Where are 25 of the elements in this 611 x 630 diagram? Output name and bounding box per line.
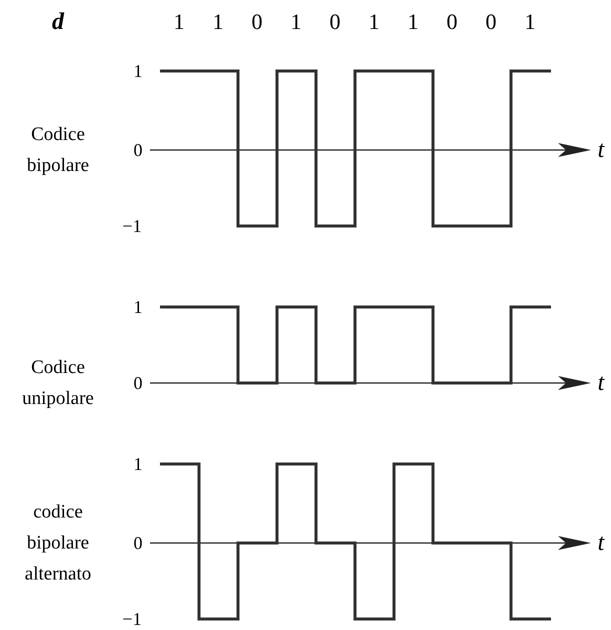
- bit-value: 0: [330, 11, 340, 33]
- variable-label: d: [52, 10, 64, 34]
- axis-tick-label: −1: [122, 610, 142, 628]
- bit-value: 1: [524, 11, 536, 33]
- code-name: Codice bipolare: [26, 123, 90, 178]
- axis-label: t: [598, 531, 604, 555]
- code-name: Codice unipolare: [21, 356, 95, 411]
- bit-value: 1: [212, 11, 224, 33]
- axis-tick-label: 1: [134, 62, 142, 80]
- axis-tick-label: 0: [134, 374, 142, 392]
- axis-tick-label: 0: [134, 534, 142, 552]
- bit-value: 0: [486, 11, 496, 33]
- axis-tick-label: 0: [134, 141, 142, 159]
- bit-value: 1: [174, 11, 184, 33]
- bit-value: 0: [252, 11, 262, 33]
- axis-tick-label: 1: [134, 298, 142, 316]
- axis-tick-label: 1: [134, 455, 142, 473]
- bit-value: 0: [446, 11, 458, 33]
- axis-label: t: [598, 138, 604, 162]
- axis-label: t: [598, 371, 604, 395]
- bit-value: 1: [290, 11, 302, 33]
- bit-value: 1: [368, 11, 380, 33]
- bit-value: 1: [408, 11, 418, 33]
- axis-tick-label: −1: [122, 217, 142, 235]
- code-name: codice bipolare alternato: [24, 500, 92, 586]
